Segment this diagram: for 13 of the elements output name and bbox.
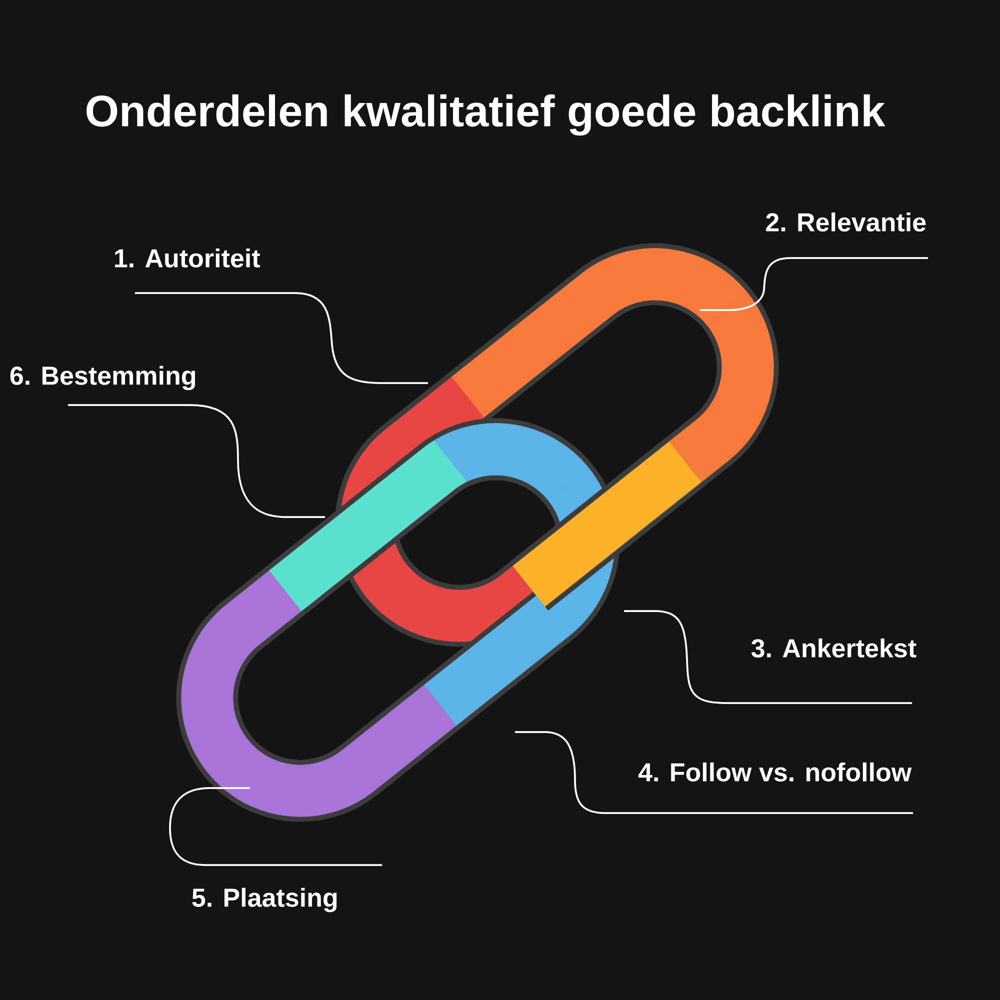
leader-line (169, 787, 382, 866)
leader-line (700, 257, 928, 311)
label-text: 3. Ankertekst (751, 638, 916, 658)
label-text: 2. Relevantie (766, 212, 926, 232)
leader-line (624, 610, 912, 704)
label-text: 1. Autoriteit (115, 248, 260, 268)
label-text: 6. Bestemming (10, 366, 196, 390)
title: Onderdelen kwalitatief goede backlink (86, 94, 886, 136)
label-text: 5. Plaatsing (192, 888, 337, 912)
leader-line (135, 292, 428, 384)
label-text: 4. Follow vs. nofollow (638, 762, 912, 782)
leader-line (515, 731, 913, 814)
leader-line (68, 404, 325, 518)
